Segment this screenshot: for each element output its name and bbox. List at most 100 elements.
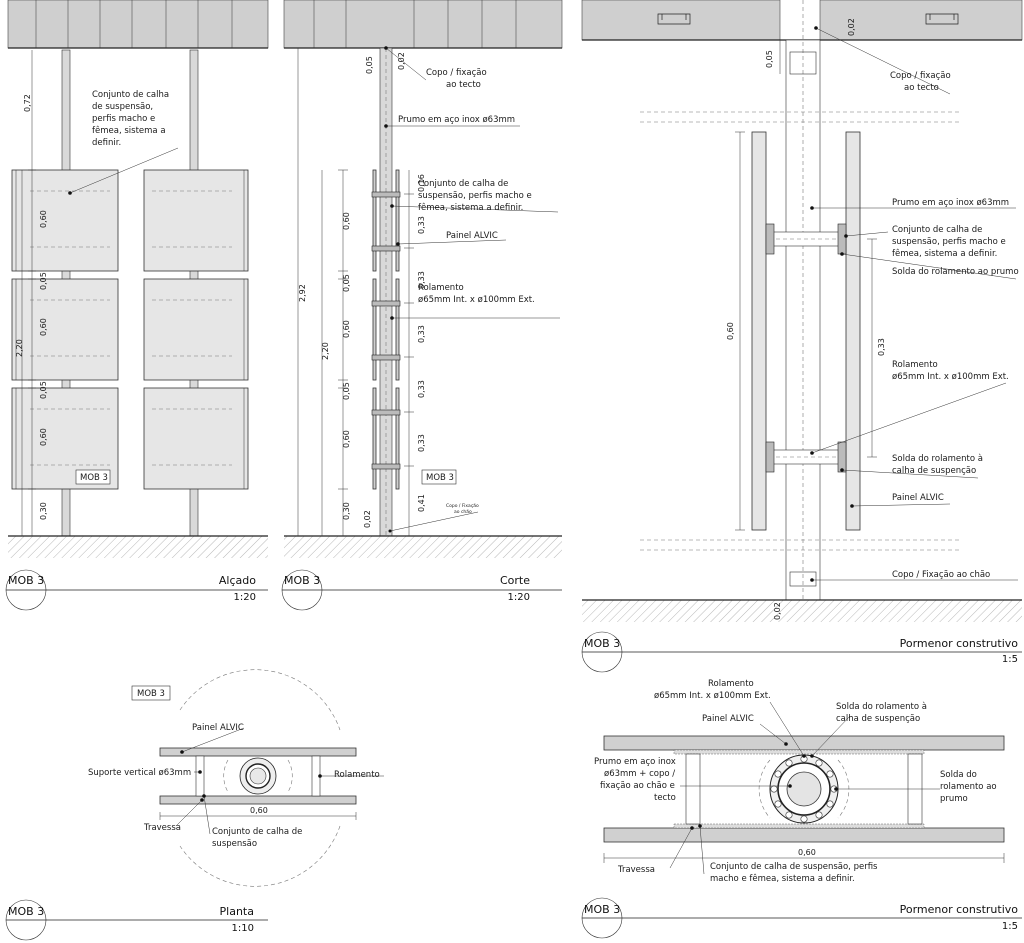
svg-text:0,02: 0,02 [397,52,406,70]
svg-text:Prumo em aço inox ø63mm: Prumo em aço inox ø63mm [892,198,1009,208]
corte-dims [297,48,414,536]
svg-text:Prumo em aço inox ø63mm: Prumo em aço inox ø63mm [398,115,515,125]
title-block-pormenor1: MOB 3 Pormenor construtivo 1:5 [581,631,1022,673]
svg-text:Painel ALVIC: Painel ALVIC [446,231,498,241]
svg-text:MOB 3: MOB 3 [284,574,320,587]
dim-0-72: 0,72 [23,94,32,112]
svg-text:0,60: 0,60 [342,320,351,338]
svg-text:0,33: 0,33 [417,271,426,289]
svg-text:0,05: 0,05 [765,50,774,68]
svg-text:Suporte vertical ø63mm: Suporte vertical ø63mm [88,768,191,778]
pormenor1-dims [735,40,877,531]
svg-text:Pormenor construtivo: Pormenor construtivo [900,637,1019,650]
svg-text:0,16: 0,16 [417,174,426,192]
svg-text:1:5: 1:5 [1002,921,1018,932]
dim-0-60: 0,60 [39,428,48,446]
svg-text:Corte: Corte [500,574,530,587]
planta-roller [223,757,293,795]
svg-text:1:20: 1:20 [234,592,256,603]
svg-text:1:20: 1:20 [508,592,530,603]
title-block-corte: MOB 3 Corte 1:20 [281,569,562,611]
svg-text:0,02: 0,02 [773,602,782,620]
svg-text:MOB 3: MOB 3 [426,473,454,483]
svg-text:MOB 3: MOB 3 [584,637,620,650]
svg-text:0,33: 0,33 [417,216,426,234]
svg-text:0,60: 0,60 [342,212,351,230]
svg-text:0,33: 0,33 [417,325,426,343]
svg-text:Rolamento: Rolamento [334,770,380,780]
svg-text:0,60: 0,60 [798,848,816,857]
svg-text:0,60: 0,60 [726,322,735,340]
title-block-alcado: MOB 3 Alçado 1:20 [5,569,268,611]
svg-text:Painel ALVIC: Painel ALVIC [892,493,944,503]
svg-text:MOB 3: MOB 3 [137,689,165,699]
dim-0-60: 0,60 [39,210,48,228]
alcado-dimension-chain [21,50,36,536]
svg-text:Painel ALVIC: Painel ALVIC [192,723,244,733]
svg-text:MOB 3: MOB 3 [584,903,620,916]
svg-text:0,05: 0,05 [342,382,351,400]
svg-text:2,20: 2,20 [321,342,330,360]
svg-text:0,30: 0,30 [342,502,351,520]
svg-text:0,60: 0,60 [342,430,351,448]
dim-0-60: 0,60 [39,318,48,336]
svg-text:0,05: 0,05 [365,56,374,74]
title-block-pormenor2: MOB 3 Pormenor construtivo 1:5 [581,897,1022,939]
planta-view: MOB 3 0,60 Painel ALVIC Suporte vertical… [5,669,384,941]
corte-brackets [371,191,401,470]
svg-text:MOB 3: MOB 3 [8,574,44,587]
pormenor-roller-upper [765,223,847,255]
svg-text:Solda do rolamento ao prumo: Solda do rolamento ao prumo [892,267,1019,277]
dim-2-20: 2,20 [15,339,24,357]
pormenor-roller-lower [765,441,847,473]
svg-text:0,02: 0,02 [363,510,372,528]
svg-text:0,05: 0,05 [342,274,351,292]
dim-0-05: 0,05 [39,381,48,399]
svg-text:Painel ALVIC: Painel ALVIC [702,714,754,724]
tag-mob3-label: MOB 3 [80,473,108,483]
alcado-view: 0,72 0,60 0,05 2,20 0,60 0,05 0,60 0,30 … [5,0,269,611]
ceiling-rods [35,0,233,48]
svg-text:MOB 3: MOB 3 [8,905,44,918]
svg-text:2,92: 2,92 [298,284,307,302]
alcado-hidden-lines [30,190,232,466]
svg-text:0,33: 0,33 [417,434,426,452]
svg-text:0,02: 0,02 [847,18,856,36]
svg-text:Travessa: Travessa [617,865,655,875]
svg-text:1:5: 1:5 [1002,654,1018,665]
dim-0-30: 0,30 [39,502,48,520]
planta-callouts: Painel ALVIC Suporte vertical ø63mm Rola… [88,723,384,849]
corte-panels [372,169,400,490]
svg-text:Alçado: Alçado [219,574,256,587]
svg-text:Copo / Fixação ao chão: Copo / Fixação ao chão [892,570,990,580]
svg-text:Travessa: Travessa [143,823,181,833]
corte-view: 0,05 0,02 0,16 0,33 0,33 0,33 0,33 0,33 … [281,0,563,611]
svg-text:Pormenor construtivo: Pormenor construtivo [900,903,1019,916]
svg-text:0,60: 0,60 [250,806,268,815]
svg-text:0,33: 0,33 [417,380,426,398]
svg-text:Conjunto de calha de suspensão: Conjunto de calha de suspensão, perfisma… [710,862,878,884]
tag-mob3 [75,469,111,485]
dim-0-05: 0,05 [39,272,48,290]
svg-text:Planta: Planta [220,905,254,918]
svg-text:1:10: 1:10 [232,923,254,934]
